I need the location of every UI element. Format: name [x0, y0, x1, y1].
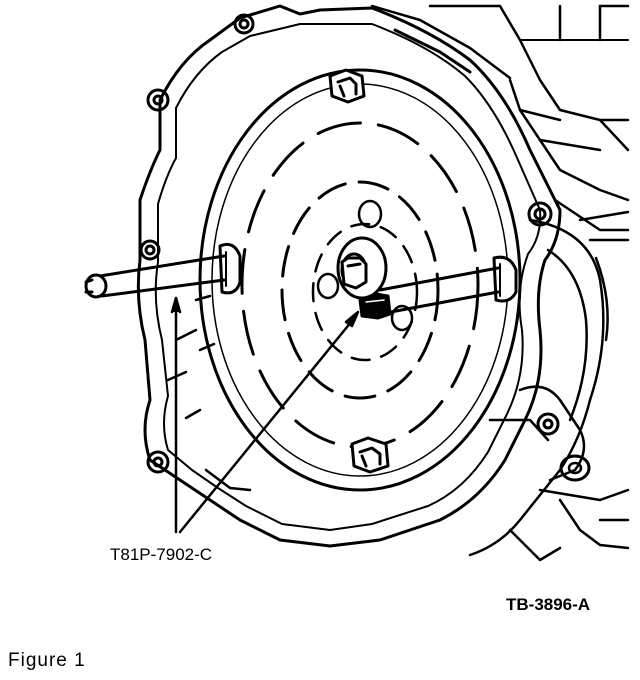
lug-nut-bottom: [350, 436, 390, 474]
guide-pin-right: [358, 255, 518, 320]
bell-housing: [136, 4, 562, 548]
figure-code: TB-3896-A: [506, 595, 590, 614]
tool-part-label: T81P-7902-C: [110, 545, 212, 564]
guide-pin-left: [84, 242, 242, 299]
engine-block: [370, 4, 630, 232]
transmission-case: [468, 210, 630, 562]
lug-nut-top: [328, 68, 366, 104]
leader-lines: [170, 296, 360, 534]
center-hub: [336, 236, 388, 300]
figure-caption: Figure 1: [8, 650, 86, 671]
